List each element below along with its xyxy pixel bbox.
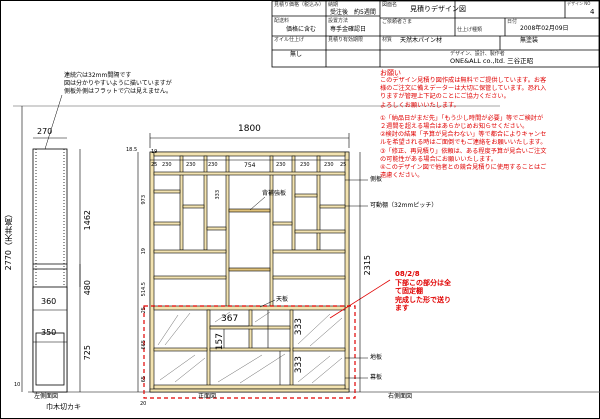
title-block-lines xyxy=(271,0,600,68)
dim-25-b: 25 xyxy=(340,162,347,168)
oil-value: 無し xyxy=(290,51,303,58)
dim-20: 20 xyxy=(140,401,147,407)
label-base-board: 地板 xyxy=(370,354,383,361)
hatching xyxy=(157,311,343,384)
dim-230-e: 230 xyxy=(300,162,310,168)
company-value: ONE&ALL co.,ltd. 三谷正昭 xyxy=(450,57,534,65)
notice-line: ②検討の結果「予算が見合わない」等で都合によりキャンセ xyxy=(380,131,547,139)
label-front-view: 正面図 xyxy=(198,393,217,400)
dim-367: 367 xyxy=(221,314,239,324)
red-note-line: 下部この部分は全 xyxy=(395,278,451,287)
drawing-name: 見積りデザイン図 xyxy=(410,5,466,13)
validity-header: 見積り有効期限 xyxy=(328,37,364,43)
dim-19: 19 xyxy=(151,149,158,155)
dim-10: 10 xyxy=(14,382,21,388)
delivery-value: 受注後 約5週間 xyxy=(330,9,376,16)
company-header: デザイン、設計、製作者 xyxy=(450,51,505,57)
shipping-header: 配送料 xyxy=(274,18,290,24)
material-value: 天然木パイン材 xyxy=(400,37,443,44)
customer-header: ご依頼者さま xyxy=(382,19,413,25)
dim-270: 270 xyxy=(37,127,53,136)
label-top-board: 天板 xyxy=(276,296,289,303)
notice-line: 様のご注文に備えデーターは大切に保管しています。恐れ入 xyxy=(380,85,547,93)
notice-line: 遠慮ください。 xyxy=(380,172,424,180)
date-value: 2008年02月09日 xyxy=(520,25,569,32)
dim-25: 25 xyxy=(151,162,158,168)
label-movable-shelf: 可動棚（32mmピッチ） xyxy=(370,202,438,209)
install-header: 設置方法 xyxy=(328,18,349,24)
notice-line: の可能性がある場合にお願いいたします。 xyxy=(380,155,497,163)
notice-line: りますが管理上下記のことにご協力ください。 xyxy=(380,93,510,101)
front-view xyxy=(149,151,350,393)
dim-2770: 2770（天井高） xyxy=(4,210,13,271)
side-note-line: 側板外側はフラットで穴は見えません。 xyxy=(64,88,172,95)
dim-1800: 1800 xyxy=(238,124,261,134)
notice-line: このデザイン見積り図作成は無料でご提供しています。お客 xyxy=(380,77,547,84)
dim-230-a: 230 xyxy=(162,162,172,168)
dim-350: 350 xyxy=(41,328,57,337)
label-plinth: 幕板 xyxy=(370,374,383,381)
dim-19-b: 19 xyxy=(141,248,147,255)
delivery-header: 納期 xyxy=(328,2,339,8)
finish-header: 仕上げ種類 xyxy=(457,27,483,33)
dim-973: 973 xyxy=(141,195,147,205)
left-side-view xyxy=(32,148,68,393)
dim-1462: 1462 xyxy=(83,210,92,231)
red-note-line: 完成した形で送り xyxy=(395,295,451,304)
notice-heading: お願い xyxy=(380,69,401,77)
notice-line: ルを希望される時はご面倒でもご連絡をお願いいたします。 xyxy=(380,139,547,147)
shipping-value: 価格に含む xyxy=(286,26,317,33)
finish-value: 無塗装 xyxy=(520,37,539,44)
fixed-shelf-region xyxy=(143,305,356,399)
red-note-line: て固定棚 xyxy=(395,287,423,295)
red-note-line: 08/2/8 xyxy=(395,270,420,278)
install-value: 専手金確認日 xyxy=(330,26,367,33)
oil-header: オイル仕上げ xyxy=(274,37,305,43)
label-right-side-view: 右側面図 xyxy=(388,393,413,400)
dim-230-f: 230 xyxy=(324,162,334,168)
notice-line: ③「修正、再見積り」依頼は、ある程度予算が見合いご注文 xyxy=(380,147,547,155)
red-note-line: ます xyxy=(395,304,409,312)
label-left-side-view: 左側面図 xyxy=(34,393,59,400)
material-header: 材質 xyxy=(382,37,393,43)
date-header: 日付 xyxy=(507,19,518,25)
dim-18-5: 18.5 xyxy=(126,147,138,153)
side-note-line: 連続穴は32mm間隔です xyxy=(64,72,132,79)
dim-65: 65 xyxy=(141,376,147,383)
notice-line: ④このデザイン図で他者との競合見積りに使用することはご xyxy=(380,164,547,172)
price-header: 見積り価格（税込み） xyxy=(274,2,325,8)
notice-line: ①「納品日がまだ先」「もう少し時間が必要」等でご検討が xyxy=(380,114,544,122)
dim-333-low: 333 xyxy=(294,356,304,374)
dim-2315: 2315 xyxy=(363,255,372,276)
side-note: 連続穴は32mm間隔です 図は分かりやすいように描いていますが 側板外側はフラッ… xyxy=(64,72,172,96)
notice-line: よろしくお願いいたします。 xyxy=(380,101,460,109)
drawing-name-header: 図面名 xyxy=(382,2,398,8)
dim-157: 157 xyxy=(215,333,225,351)
dim-230-c: 230 xyxy=(208,162,218,168)
dim-333-mid: 333 xyxy=(294,318,304,336)
label-side-board: 側板 xyxy=(370,176,383,183)
notice-line: ２週間を超える場合はあらかじめお知らせください。 xyxy=(380,123,529,131)
dim-230-b: 230 xyxy=(186,162,196,168)
label-baseboard-note: 巾木切カキ xyxy=(46,403,81,411)
dimension-lines xyxy=(21,106,361,392)
side-note-line: 図は分かりやすいように描いていますが xyxy=(64,80,172,87)
dim-665: 665 xyxy=(141,340,147,350)
notice-body: このデザイン見積り図作成は無料でご提供しています。お客 様のご注文に備えデーター… xyxy=(380,77,598,180)
dim-230-d: 230 xyxy=(276,162,286,168)
label-leaders xyxy=(44,94,368,379)
design-no: 4 xyxy=(590,8,595,16)
dim-333-upper: 333 xyxy=(215,190,221,200)
dim-754: 754 xyxy=(244,162,256,169)
dim-25-c: 25 xyxy=(141,307,147,314)
dim-514-5: 514.5 xyxy=(141,282,147,297)
dim-480: 480 xyxy=(83,280,92,296)
dim-725: 725 xyxy=(83,345,92,361)
red-note: 08/2/8 下部この部分は全 て固定棚 完成した形で送り ます xyxy=(395,270,451,313)
dim-360: 360 xyxy=(41,297,57,306)
label-back-board: 背補強板 xyxy=(262,190,287,197)
design-no-header: デザイン NO xyxy=(567,1,591,6)
